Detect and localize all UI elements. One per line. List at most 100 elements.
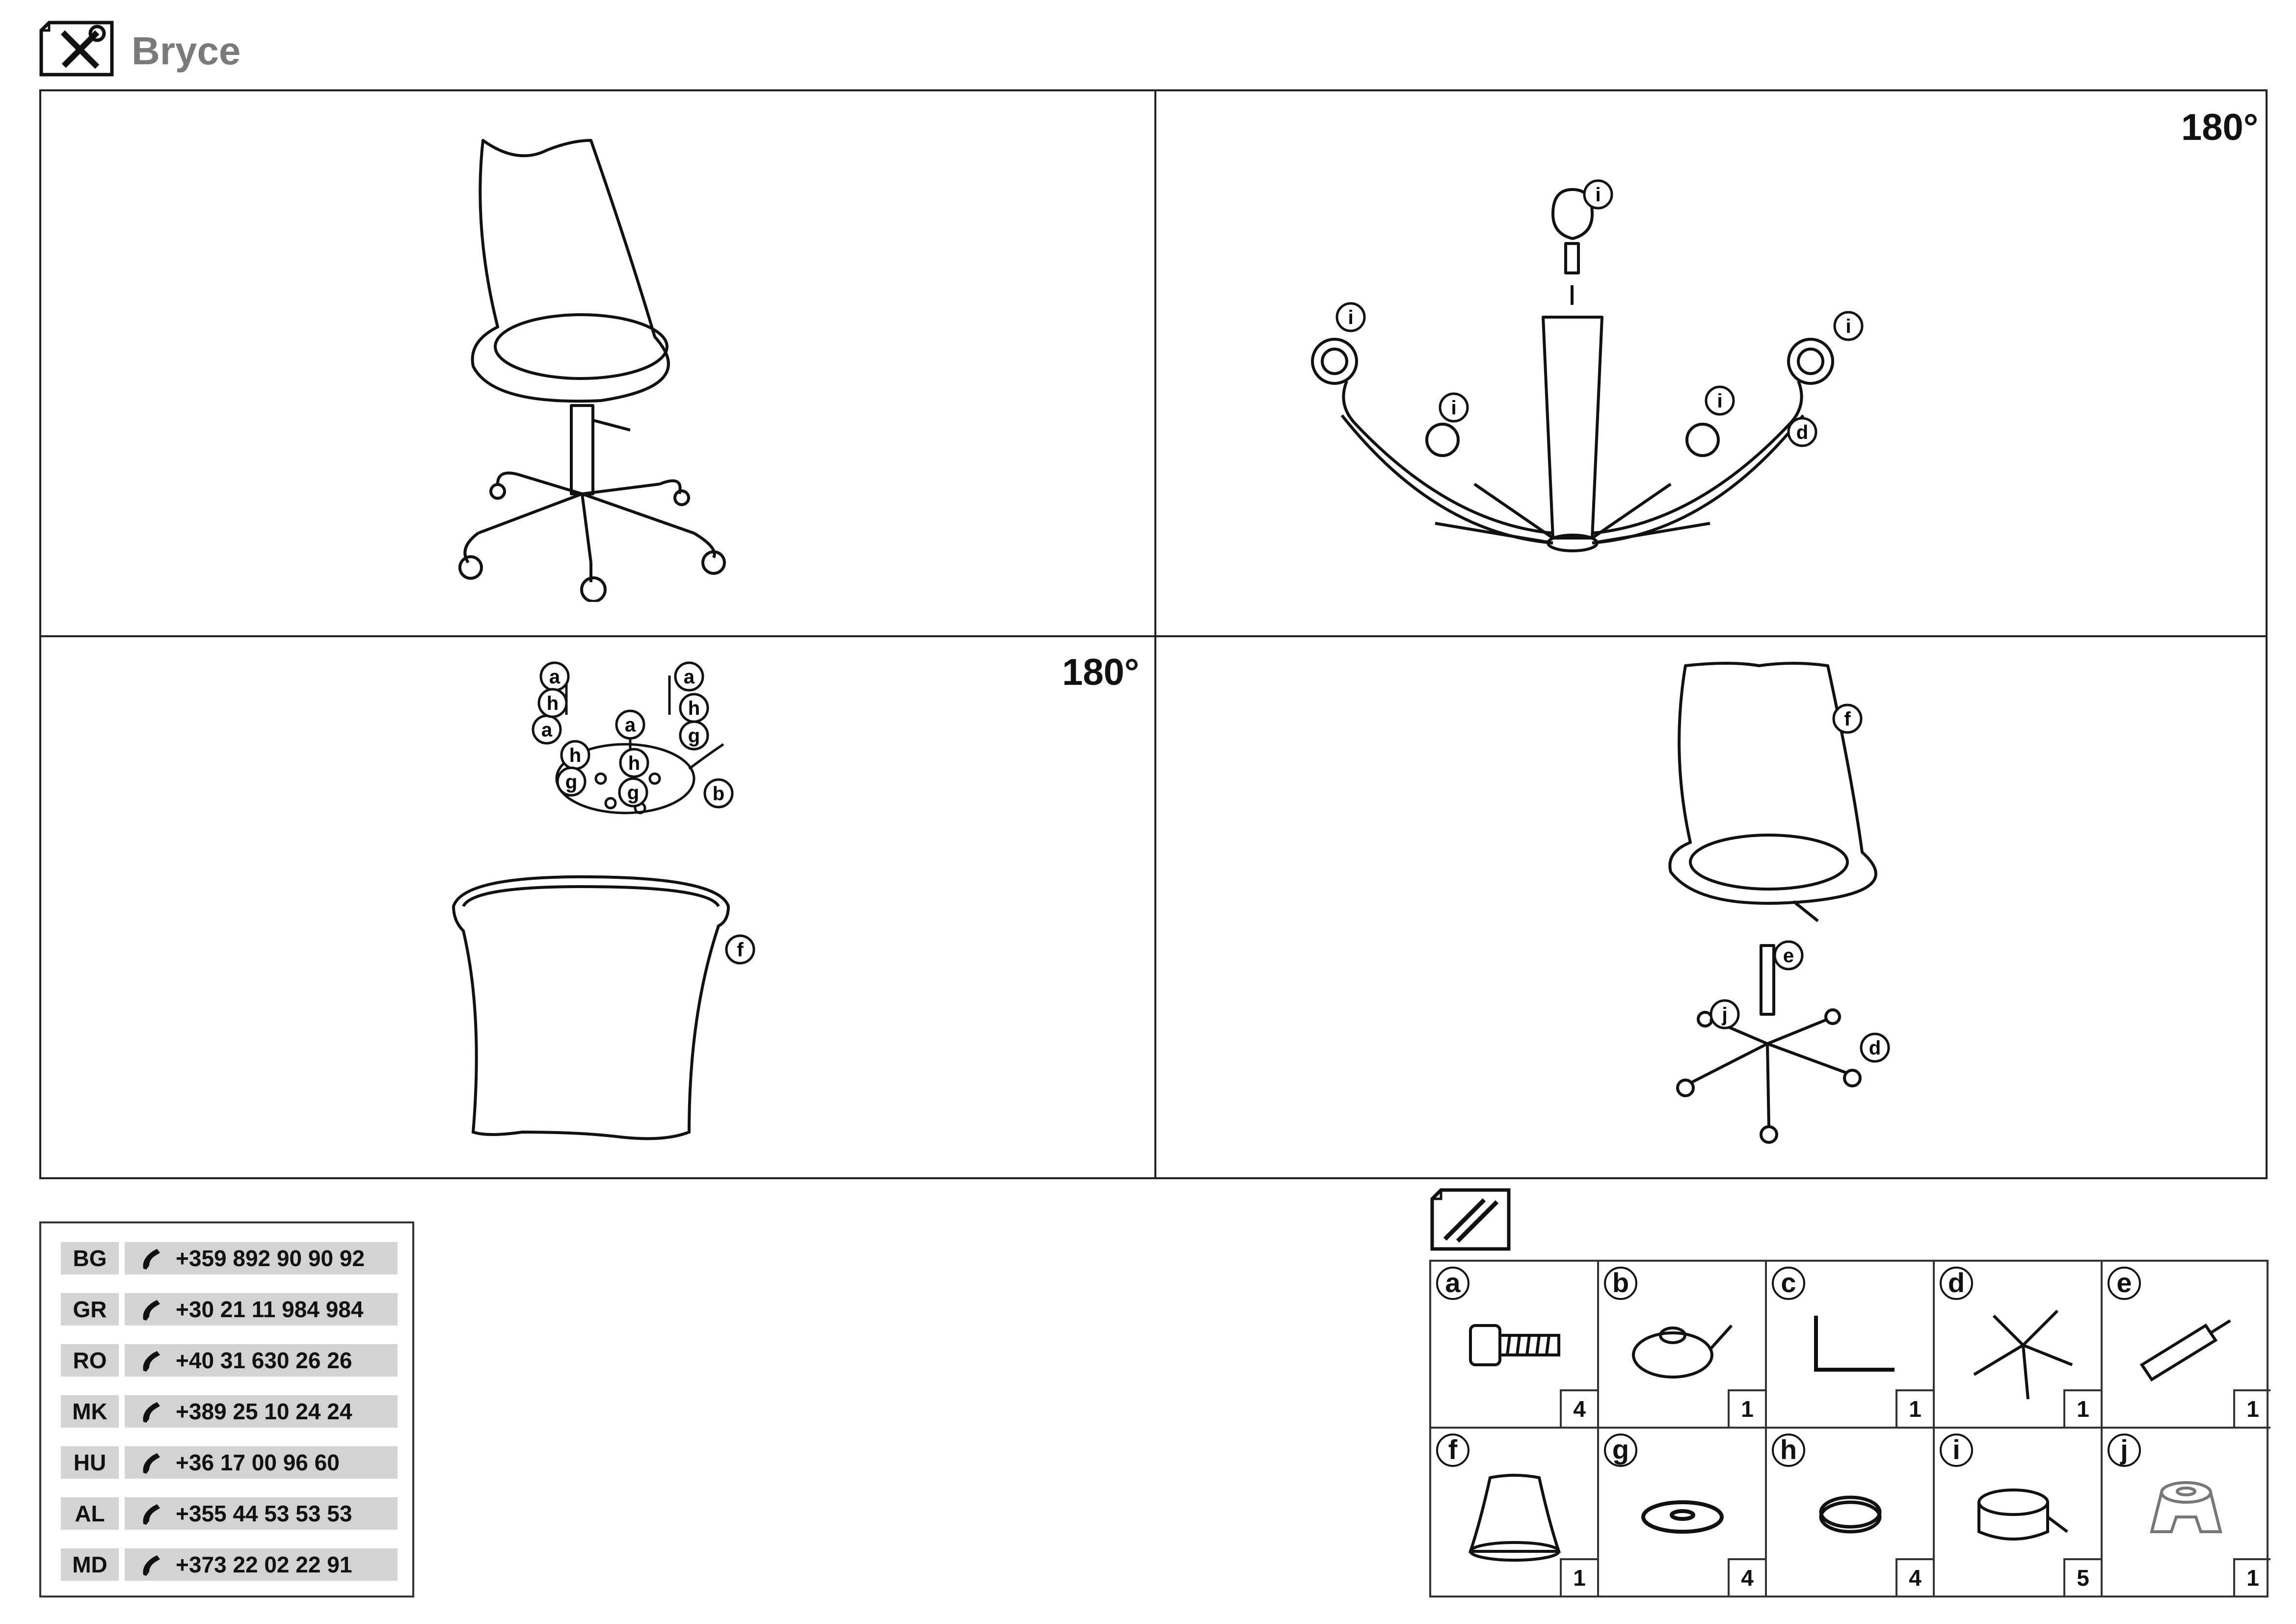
phone-number: +30 21 11 984 984 bbox=[176, 1297, 364, 1322]
part-letter: j bbox=[2108, 1434, 2141, 1467]
part-cell-f: f 1 bbox=[1431, 1429, 1599, 1596]
label-g-1: g bbox=[688, 725, 700, 747]
label-a-2: a bbox=[684, 666, 695, 688]
part-cell-b: b 1 bbox=[1599, 1262, 1767, 1429]
caster-icon bbox=[1977, 1489, 2068, 1541]
mechanism-part-labels: a a a a h h h h g g g b bbox=[532, 661, 734, 809]
base-casters-illustration: i i i i i d bbox=[1311, 179, 1864, 552]
part-cell-d: d 1 bbox=[1935, 1262, 2103, 1429]
label-j: j bbox=[1721, 1004, 1727, 1026]
grid-divider-vertical bbox=[1154, 91, 1156, 1177]
phone-number-field: +36 17 00 96 60 bbox=[125, 1446, 398, 1479]
label-d: d bbox=[1796, 422, 1808, 443]
part-quantity: 4 bbox=[1560, 1389, 1597, 1427]
label-i-right: i bbox=[1845, 316, 1851, 337]
gas-lift-cover-icon bbox=[2150, 1481, 2222, 1533]
phone-number: +373 22 02 22 91 bbox=[176, 1552, 352, 1577]
phone-number: +359 892 90 90 92 bbox=[176, 1245, 365, 1271]
rotate-180-label-step3: 180° bbox=[1062, 651, 1140, 693]
seat-shell-illustration: f bbox=[452, 875, 755, 1140]
grid-divider-horizontal bbox=[41, 635, 2266, 637]
gas-lift-icon bbox=[2139, 1319, 2231, 1382]
assembly-steps-grid: i i i i i d 180° a a a a h h h h g g g bbox=[39, 89, 2268, 1179]
phone-number-field: +359 892 90 90 92 bbox=[125, 1242, 398, 1274]
label-i-mid-left: i bbox=[1451, 397, 1456, 419]
part-cell-e: e 1 bbox=[2103, 1262, 2270, 1429]
part-quantity: 1 bbox=[2063, 1389, 2101, 1427]
country-code: MK bbox=[61, 1395, 119, 1428]
phone-icon bbox=[143, 1504, 160, 1525]
mechanism-plate-icon bbox=[1632, 1324, 1733, 1379]
part-cell-c: c 1 bbox=[1767, 1262, 1935, 1429]
part-letter: a bbox=[1436, 1267, 1469, 1300]
part-letter: g bbox=[1604, 1434, 1637, 1467]
country-code: RO bbox=[61, 1344, 119, 1377]
label-i-mid-right: i bbox=[1717, 390, 1722, 412]
phone-number-field: +40 31 630 26 26 bbox=[125, 1344, 398, 1377]
label-a-3: a bbox=[541, 719, 553, 741]
country-code: GR bbox=[61, 1293, 119, 1326]
part-quantity: 1 bbox=[2233, 1558, 2270, 1596]
country-code: HU bbox=[61, 1446, 119, 1479]
country-code: AL bbox=[61, 1497, 119, 1530]
part-cell-j: j 1 bbox=[2103, 1429, 2270, 1596]
label-a-4: a bbox=[625, 714, 636, 736]
part-letter: c bbox=[1772, 1267, 1805, 1300]
label-h-2: h bbox=[688, 698, 700, 719]
allen-key-icon bbox=[1814, 1316, 1895, 1372]
phone-number-field: +30 21 11 984 984 bbox=[125, 1293, 398, 1326]
phone-number-field: +373 22 02 22 91 bbox=[125, 1548, 398, 1581]
parts-list-icon bbox=[1430, 1188, 1511, 1251]
phone-icon bbox=[143, 1402, 160, 1423]
tools-icon bbox=[39, 21, 114, 77]
part-letter: f bbox=[1436, 1434, 1469, 1467]
country-code: BG bbox=[61, 1242, 119, 1274]
rotate-180-label-step2: 180° bbox=[2181, 107, 2259, 148]
phone-number: +36 17 00 96 60 bbox=[176, 1450, 340, 1475]
label-f-step4: f bbox=[1844, 708, 1851, 730]
part-cell-i: i 5 bbox=[1935, 1429, 2103, 1596]
seat-shell-icon bbox=[1468, 1474, 1561, 1562]
label-h-3: h bbox=[569, 745, 581, 766]
phone-icon bbox=[143, 1249, 160, 1270]
part-quantity: 1 bbox=[2233, 1389, 2270, 1427]
parts-list-table: a 4 b 1 c 1 d 1 e 1 f 1 g 4 h 4 i 5 bbox=[1429, 1260, 2270, 1597]
label-d-step4: d bbox=[1869, 1037, 1881, 1059]
part-cell-g: g 4 bbox=[1599, 1429, 1767, 1596]
phone-number: +40 31 630 26 26 bbox=[176, 1348, 352, 1373]
label-f-step3: f bbox=[737, 939, 744, 961]
label-a-1: a bbox=[549, 666, 561, 688]
label-h-1: h bbox=[547, 693, 559, 714]
phone-icon bbox=[143, 1300, 160, 1321]
part-letter: i bbox=[1940, 1434, 1973, 1467]
assembled-chair-illustration bbox=[458, 139, 726, 602]
part-quantity: 1 bbox=[1728, 1389, 1765, 1427]
label-b: b bbox=[713, 783, 724, 805]
part-quantity: 5 bbox=[2063, 1558, 2101, 1596]
country-code: MD bbox=[61, 1548, 119, 1581]
label-g-2: g bbox=[565, 771, 577, 793]
phone-number-field: +355 44 53 53 53 bbox=[125, 1497, 398, 1530]
phone-number-field: +389 25 10 24 24 bbox=[125, 1395, 398, 1428]
phone-icon bbox=[143, 1351, 160, 1372]
spring-washer-icon bbox=[1819, 1495, 1882, 1534]
part-letter: b bbox=[1604, 1267, 1637, 1300]
final-assembly-illustration: f e j d bbox=[1668, 662, 1890, 1144]
part-quantity: 4 bbox=[1896, 1558, 1933, 1596]
label-i-top: i bbox=[1595, 184, 1601, 206]
part-cell-h: h 4 bbox=[1767, 1429, 1935, 1596]
part-cell-a: a 4 bbox=[1431, 1262, 1599, 1429]
phone-number: +355 44 53 53 53 bbox=[176, 1501, 352, 1526]
part-quantity: 1 bbox=[1896, 1389, 1933, 1427]
support-phone-list: BG +359 892 90 90 92 GR +30 21 11 984 98… bbox=[39, 1221, 414, 1597]
bolt-icon bbox=[1469, 1324, 1560, 1366]
phone-icon bbox=[143, 1453, 160, 1474]
part-letter: e bbox=[2108, 1267, 2141, 1300]
label-h-4: h bbox=[628, 753, 640, 774]
part-letter: d bbox=[1940, 1267, 1973, 1300]
label-i-left: i bbox=[1348, 307, 1353, 328]
label-e: e bbox=[1783, 945, 1794, 967]
product-title: Bryce bbox=[132, 29, 241, 73]
star-base-icon bbox=[1973, 1309, 2073, 1400]
washer-icon bbox=[1641, 1500, 1724, 1534]
